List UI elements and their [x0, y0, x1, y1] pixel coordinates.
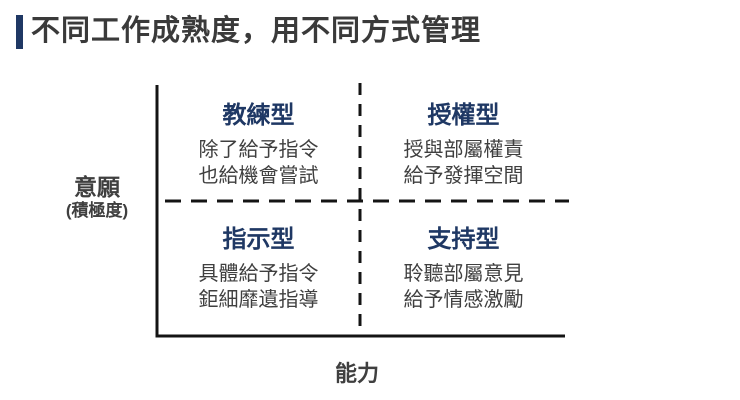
- y-axis-label: 意願 (積極度): [48, 174, 146, 222]
- y-axis-label-sub: (積極度): [65, 201, 129, 220]
- quadrant-desc-line: 具體給予指令: [198, 263, 319, 285]
- quadrant-desc-line: 授與部屬權責: [403, 139, 524, 161]
- quadrant-title: 指示型: [222, 226, 295, 253]
- quadrant-desc-line: 聆聽部屬意見: [403, 263, 524, 285]
- quadrant-desc-line: 鉅細靡遺指導: [198, 289, 319, 311]
- quadrant-desc-line: 給予情感激勵: [403, 289, 524, 311]
- quadrant-delegating: 授權型 授與部屬權責 給予發揮空間: [360, 102, 567, 189]
- quadrant-title: 授權型: [427, 102, 500, 129]
- quadrant-desc-line: 給予發揮空間: [403, 165, 524, 187]
- page-title: 不同工作成熟度，用不同方式管理: [31, 15, 482, 47]
- title-accent-bar: [16, 15, 23, 49]
- quadrant-title: 支持型: [427, 226, 500, 253]
- quadrant-directing: 指示型 具體給予指令 鉅細靡遺指導: [157, 226, 360, 313]
- quadrant-desc-line: 除了給予指令: [198, 139, 319, 161]
- x-axis-label: 能力: [334, 361, 379, 386]
- quadrant-desc-line: 也給機會嘗試: [198, 165, 319, 187]
- quadrant-coaching: 教練型 除了給予指令 也給機會嘗試: [157, 102, 360, 189]
- quadrant-supporting: 支持型 聆聽部屬意見 給予情感激勵: [360, 226, 567, 313]
- y-axis-label-main: 意願: [74, 174, 120, 200]
- quadrant-title: 教練型: [222, 102, 295, 129]
